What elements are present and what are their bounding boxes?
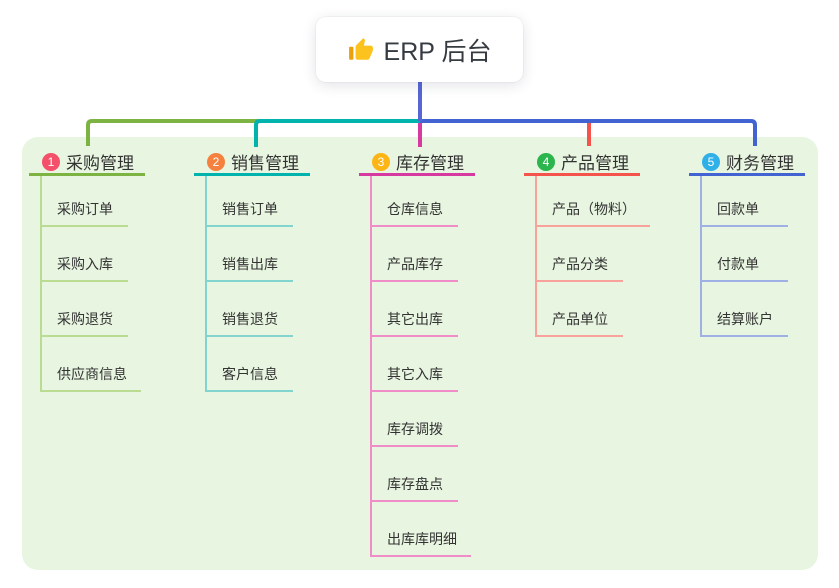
branch-children: 采购订单 采购入库 采购退货 供应商信息 (40, 176, 145, 392)
child-node[interactable]: 仓库信息 (370, 176, 458, 227)
branch-number-badge: 1 (42, 152, 60, 171)
child-node[interactable]: 产品（物料） (535, 176, 650, 227)
branch-header-purchase[interactable]: 1 采购管理 (29, 150, 145, 176)
branch-sales: 2 销售管理 销售订单 销售出库 销售退货 客户信息 (194, 150, 310, 392)
branch-label: 销售管理 (231, 154, 299, 173)
branches-panel (22, 137, 818, 570)
child-node[interactable]: 产品单位 (535, 282, 623, 337)
child-node[interactable]: 付款单 (700, 227, 788, 282)
branch-label: 库存管理 (396, 154, 464, 173)
child-node[interactable]: 产品库存 (370, 227, 458, 282)
branch-header-finance[interactable]: 5 财务管理 (689, 150, 805, 176)
child-node[interactable]: 采购入库 (40, 227, 128, 282)
branch-children: 产品（物料） 产品分类 产品单位 (535, 176, 650, 337)
branch-number-badge: 4 (537, 152, 555, 171)
child-node[interactable]: 产品分类 (535, 227, 623, 282)
branch-number-badge: 3 (372, 152, 390, 171)
child-node[interactable]: 采购退货 (40, 282, 128, 337)
child-node[interactable]: 采购订单 (40, 176, 128, 227)
child-node[interactable]: 回款单 (700, 176, 788, 227)
branch-header-sales[interactable]: 2 销售管理 (194, 150, 310, 176)
branch-label: 财务管理 (726, 154, 794, 173)
child-node[interactable]: 销售退货 (205, 282, 293, 337)
branch-children: 仓库信息 产品库存 其它出库 其它入库 库存调拨 库存盘点 出库库明细 (370, 176, 475, 557)
child-node[interactable]: 其它出库 (370, 282, 458, 337)
branch-header-inventory[interactable]: 3 库存管理 (359, 150, 475, 176)
child-node[interactable]: 库存盘点 (370, 447, 458, 502)
branch-purchase: 1 采购管理 采购订单 采购入库 采购退货 供应商信息 (29, 150, 145, 392)
branch-header-product[interactable]: 4 产品管理 (524, 150, 640, 176)
root-label: ERP 后台 (383, 37, 492, 66)
child-node[interactable]: 其它入库 (370, 337, 458, 392)
branch-number-badge: 5 (702, 152, 720, 171)
branch-children: 回款单 付款单 结算账户 (700, 176, 805, 337)
branch-children: 销售订单 销售出库 销售退货 客户信息 (205, 176, 310, 392)
root-node[interactable]: ERP 后台 (316, 17, 523, 82)
child-node[interactable]: 结算账户 (700, 282, 788, 337)
branch-label: 采购管理 (66, 154, 134, 173)
child-node[interactable]: 客户信息 (205, 337, 293, 392)
branch-label: 产品管理 (561, 154, 629, 173)
child-node[interactable]: 销售出库 (205, 227, 293, 282)
branch-finance: 5 财务管理 回款单 付款单 结算账户 (689, 150, 805, 337)
branch-product: 4 产品管理 产品（物料） 产品分类 产品单位 (524, 150, 650, 337)
child-node[interactable]: 供应商信息 (40, 337, 141, 392)
branch-number-badge: 2 (207, 152, 225, 171)
child-node[interactable]: 出库库明细 (370, 502, 471, 557)
branch-inventory: 3 库存管理 仓库信息 产品库存 其它出库 其它入库 库存调拨 库存盘点 出库库… (359, 150, 475, 557)
child-node[interactable]: 销售订单 (205, 176, 293, 227)
thumbs-up-icon (348, 37, 373, 60)
child-node[interactable]: 库存调拨 (370, 392, 458, 447)
